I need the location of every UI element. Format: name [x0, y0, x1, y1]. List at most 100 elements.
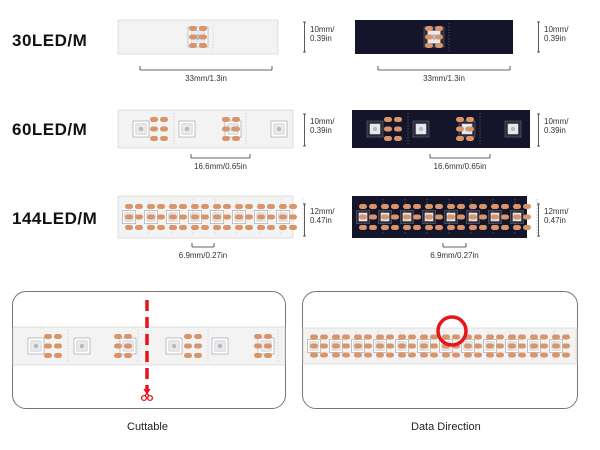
panel-data-direction	[302, 291, 578, 409]
solder-pad	[157, 225, 165, 230]
solder-pad	[456, 126, 464, 132]
solder-pad	[342, 334, 350, 340]
solder-pad	[150, 117, 158, 122]
solder-pad	[264, 353, 272, 358]
led-die	[171, 343, 177, 349]
pitch-label: 16.6mm/0.65in	[194, 162, 247, 171]
solder-pad	[369, 204, 377, 209]
solder-pad	[457, 214, 465, 220]
solder-pad	[289, 214, 297, 220]
strip-cuttable	[12, 326, 286, 366]
solder-pad	[213, 214, 221, 220]
solder-pad	[54, 353, 62, 358]
solder-pad	[474, 352, 482, 358]
solder-pad	[447, 204, 455, 209]
solder-pad	[160, 126, 168, 132]
solder-pad	[114, 353, 122, 358]
solder-pad	[466, 136, 474, 141]
led-die	[195, 34, 201, 40]
solder-pad	[157, 204, 165, 209]
solder-pad	[199, 34, 207, 40]
solder-pad	[189, 26, 197, 31]
solder-pad	[425, 204, 433, 209]
solder-pad	[184, 334, 192, 339]
solder-pad	[289, 204, 297, 209]
solder-pad	[464, 352, 472, 358]
solder-pad	[562, 334, 570, 340]
solder-pad	[169, 204, 177, 209]
solder-pad	[501, 204, 509, 209]
solder-pad	[160, 117, 168, 122]
solder-pad	[310, 343, 318, 349]
solder-pad	[189, 34, 197, 40]
solder-pad	[486, 352, 494, 358]
solder-pad	[320, 343, 328, 349]
solder-pad	[452, 352, 460, 358]
solder-pad	[408, 352, 416, 358]
solder-pad	[223, 214, 231, 220]
solder-pad	[267, 204, 275, 209]
solder-pad	[213, 204, 221, 209]
solder-pad	[376, 352, 384, 358]
solder-pad	[398, 343, 406, 349]
solder-pad	[518, 343, 526, 349]
solder-pad	[457, 204, 465, 209]
solder-pad	[332, 352, 340, 358]
panel-cuttable	[12, 291, 286, 409]
solder-pad	[310, 334, 318, 340]
led-die	[276, 126, 282, 132]
solder-pad	[425, 225, 433, 230]
solder-pad	[232, 126, 240, 132]
solder-pad	[254, 353, 262, 358]
solder-pad	[413, 204, 421, 209]
solder-pad	[435, 204, 443, 209]
width-label: 0.47in	[544, 216, 566, 225]
solder-pad	[320, 334, 328, 340]
solder-pad	[257, 214, 265, 220]
solder-pad	[199, 43, 207, 48]
solder-pad	[513, 204, 521, 209]
width-label: 0.39in	[544, 34, 566, 43]
solder-pad	[501, 225, 509, 230]
solder-pad	[332, 343, 340, 349]
solder-pad	[264, 343, 272, 349]
solder-pad	[447, 225, 455, 230]
solder-pad	[201, 214, 209, 220]
led-die	[510, 126, 516, 132]
solder-pad	[125, 204, 133, 209]
solder-pad	[222, 136, 230, 141]
solder-pad	[435, 214, 443, 220]
solder-pad	[232, 136, 240, 141]
solder-pad	[469, 204, 477, 209]
solder-pad	[464, 343, 472, 349]
solder-pad	[442, 352, 450, 358]
width-label: 0.47in	[310, 216, 332, 225]
solder-pad	[540, 352, 548, 358]
solder-pad	[245, 214, 253, 220]
solder-pad	[496, 343, 504, 349]
solder-pad	[408, 334, 416, 340]
pitch-label: 6.9mm/0.27in	[179, 251, 227, 260]
pitch-label: 33mm/1.3in	[185, 74, 227, 83]
width-label: 10mm/	[544, 25, 569, 34]
solder-pad	[235, 214, 243, 220]
solder-pad	[359, 204, 367, 209]
solder-pad	[124, 353, 132, 358]
led-die	[372, 126, 378, 132]
scissors-handle	[140, 394, 148, 402]
pitch-label: 6.9mm/0.27in	[430, 251, 478, 260]
solder-pad	[147, 214, 155, 220]
solder-pad	[469, 225, 477, 230]
scissors-icon	[140, 388, 154, 402]
solder-pad	[430, 352, 438, 358]
solder-pad	[310, 352, 318, 358]
solder-pad	[364, 343, 372, 349]
solder-pad	[398, 334, 406, 340]
solder-pad	[135, 225, 143, 230]
solder-pad	[364, 352, 372, 358]
solder-pad	[508, 334, 516, 340]
solder-pad	[257, 225, 265, 230]
solder-pad	[386, 334, 394, 340]
solder-pad	[222, 117, 230, 122]
